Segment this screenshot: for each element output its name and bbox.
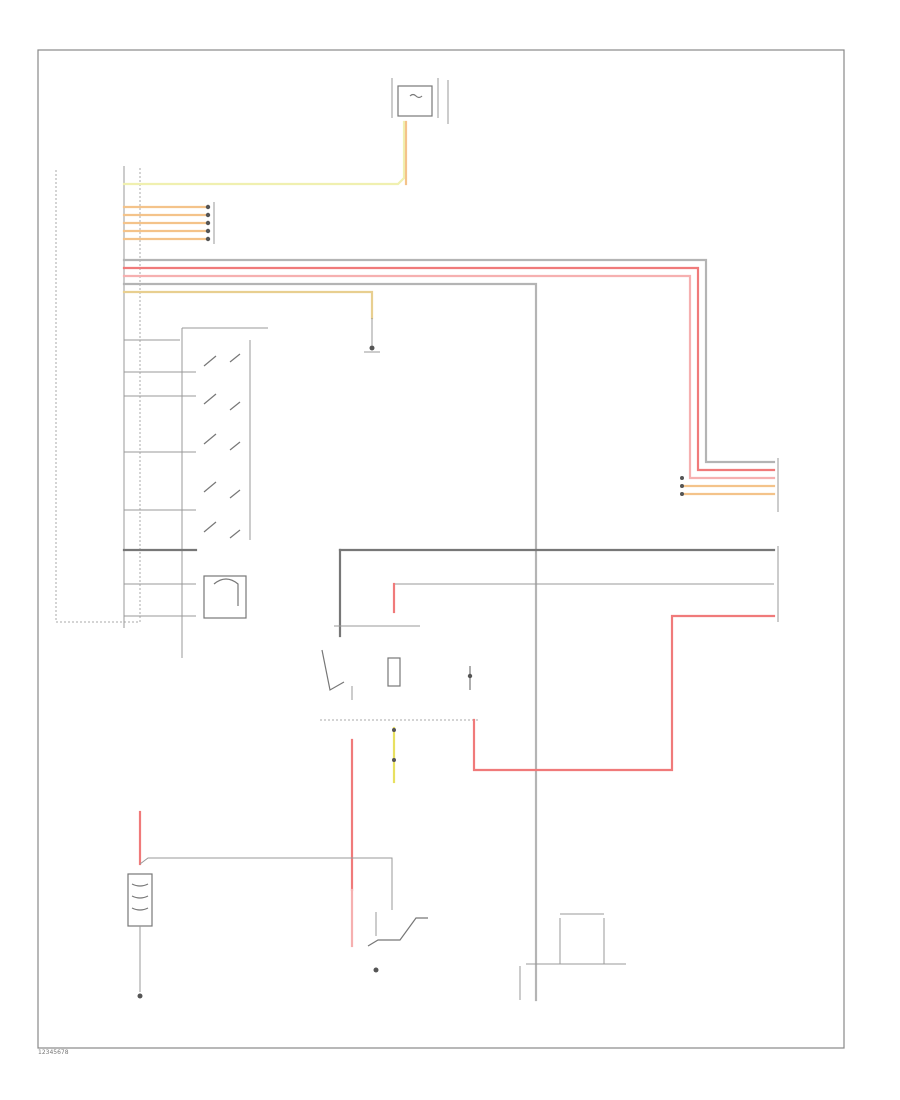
fuse-icon bbox=[409, 93, 423, 99]
ground-icon bbox=[467, 666, 473, 690]
fuse-feed-wire bbox=[122, 120, 408, 186]
relay-assembly bbox=[320, 625, 478, 784]
battery-component bbox=[127, 810, 393, 999]
connector-icon bbox=[519, 913, 626, 1000]
diagram-frame bbox=[37, 49, 845, 1049]
switch-icon bbox=[203, 353, 241, 539]
connector-icon bbox=[680, 476, 684, 496]
ground-icon bbox=[364, 318, 380, 353]
control-module-boundary bbox=[55, 166, 141, 623]
diagram-id: 12345678 bbox=[38, 1049, 69, 1056]
orange-harness bbox=[122, 202, 215, 244]
fuse-box bbox=[391, 78, 449, 124]
motor-icon bbox=[203, 575, 247, 619]
switch-icon bbox=[367, 886, 428, 973]
connector-icon bbox=[205, 204, 211, 242]
switch-pack bbox=[122, 327, 268, 658]
red-return-wire bbox=[472, 614, 776, 772]
main-bus bbox=[122, 258, 776, 1002]
